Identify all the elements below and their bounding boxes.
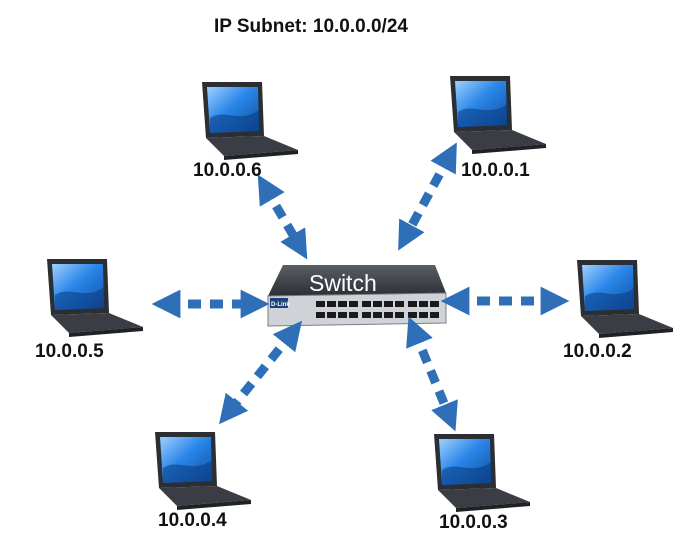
laptop-host-6 xyxy=(202,82,298,160)
link-arrow-host-3 xyxy=(406,316,458,432)
laptop-host-1 xyxy=(450,76,546,154)
ip-label-host-3: 10.0.0.3 xyxy=(439,512,508,533)
ip-label-host-5: 10.0.0.5 xyxy=(35,341,104,362)
link-arrow-host-1 xyxy=(398,142,457,251)
laptop-host-3 xyxy=(434,434,530,512)
ip-label-host-4: 10.0.0.4 xyxy=(158,510,227,531)
laptop-host-4 xyxy=(155,432,251,510)
laptop-host-2 xyxy=(577,260,673,338)
ip-label-host-6: 10.0.0.6 xyxy=(193,160,262,181)
switch-brand: D-Link xyxy=(271,302,290,308)
ip-label-host-1: 10.0.0.1 xyxy=(461,160,530,181)
ip-label-host-2: 10.0.0.2 xyxy=(563,341,632,362)
laptop-host-5 xyxy=(47,259,143,337)
link-arrow-host-6 xyxy=(257,174,308,260)
link-arrow-host-4 xyxy=(218,320,303,425)
switch-label: Switch xyxy=(309,270,377,296)
diagram-title: IP Subnet: 10.0.0.0/24 xyxy=(214,16,408,37)
network-switch: D-Link Switch xyxy=(267,265,447,327)
